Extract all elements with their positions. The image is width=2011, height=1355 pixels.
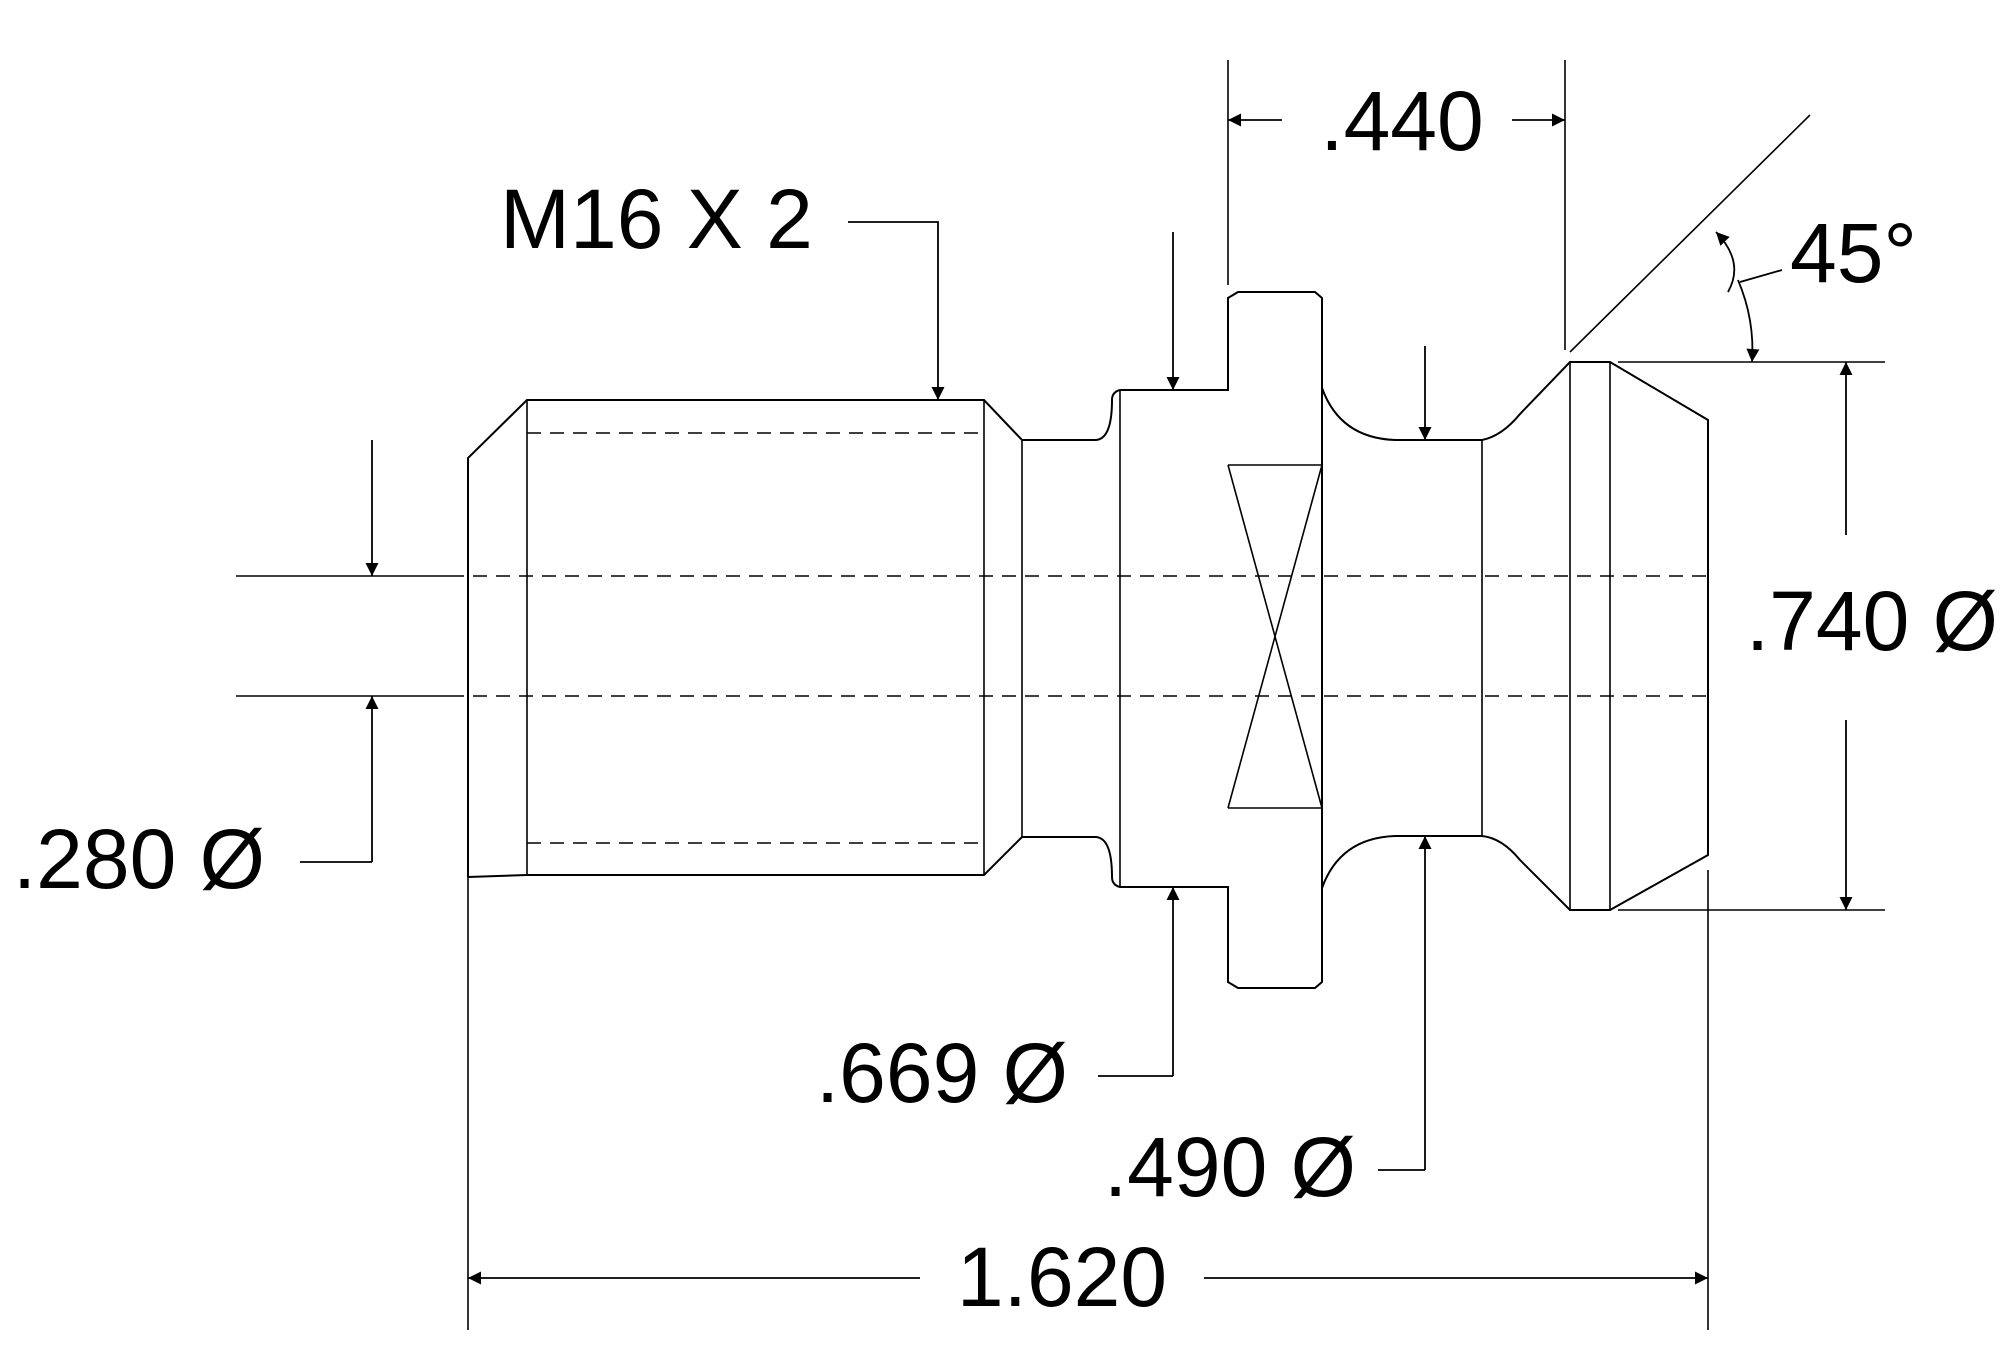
thread-label: M16 X 2 <box>500 172 813 266</box>
hex-cross-b <box>1227 464 1323 809</box>
head-diameter-label: .740 Ø <box>1746 574 1998 668</box>
angle-extension-line <box>1569 114 1811 353</box>
neck-head-outline-top <box>1321 361 1709 911</box>
bore-diameter-dimension: .280 Ø <box>13 440 450 906</box>
collar-diameter-dimension: .669 Ø <box>816 232 1180 1120</box>
angle-dimension: 45° <box>1569 114 1917 363</box>
angle-arc-lower <box>1737 279 1760 363</box>
angle-leader <box>1739 269 1783 283</box>
part-outline <box>467 291 1709 989</box>
overall-length-label: 1.620 <box>957 1230 1167 1324</box>
thread-callout: M16 X 2 <box>500 172 945 400</box>
hidden-lines <box>450 432 1708 844</box>
angle-label: 45° <box>1790 206 1917 300</box>
angle-arc-upper <box>1715 231 1736 293</box>
threaded-shank-outline-bottom <box>467 836 1218 888</box>
head-length-dimension: .440 <box>1227 60 1566 350</box>
neck-diameter-dimension: .490 Ø <box>1104 346 1432 1214</box>
bore-diameter-label: .280 Ø <box>13 812 265 906</box>
hex-flange-outline <box>1218 291 1323 989</box>
head-diameter-dimension: .740 Ø <box>1618 361 1998 911</box>
head-length-label: .440 <box>1320 74 1484 168</box>
overall-length-dimension: 1.620 <box>467 835 1709 1330</box>
thread-leader <box>848 221 945 400</box>
collar-diameter-label: .669 Ø <box>816 1026 1068 1120</box>
threaded-shank-outline <box>467 389 1218 877</box>
neck-diameter-label: .490 Ø <box>1104 1120 1356 1214</box>
